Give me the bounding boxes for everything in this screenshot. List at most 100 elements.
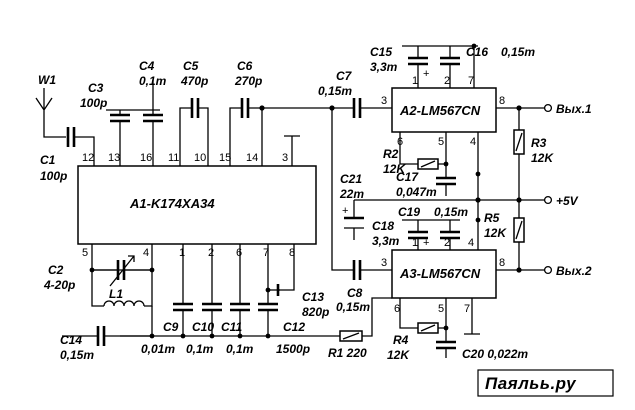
- c4-ref: C4: [139, 59, 155, 73]
- c10-value: 0,1m: [186, 342, 214, 356]
- c7-value: 0,15m: [318, 84, 352, 98]
- c5-ref: C5: [183, 59, 199, 73]
- capacitor-c5: [179, 98, 209, 166]
- l1-label: L1: [109, 287, 123, 301]
- capacitor-c9: [173, 244, 193, 336]
- capacitor-c10: [202, 244, 222, 336]
- capacitor-c8: [331, 108, 392, 280]
- c21-ref: C21: [340, 172, 362, 186]
- c18-value: 3,3m: [372, 234, 400, 248]
- c9-value: 0,01m: [141, 342, 175, 356]
- c14-ref: C14: [60, 333, 82, 347]
- a2-pin-5: 5: [438, 136, 444, 148]
- a3-pin-5: 5: [438, 303, 444, 315]
- c4-value: 0,1m: [139, 74, 167, 88]
- c2-ref: C2: [48, 263, 64, 277]
- junction-bus-c10: [209, 333, 215, 339]
- vcc-label: +5V: [556, 194, 579, 208]
- c20-label: C20 0,022m: [462, 347, 528, 361]
- a1-pin-8: 8: [289, 247, 295, 259]
- a2-pin-7: 7: [468, 75, 474, 87]
- c19-value: 0,15m: [434, 205, 468, 219]
- capacitor-c14: [62, 326, 152, 346]
- a1-pin-1: 1: [179, 247, 185, 259]
- c2-value: 4-20p: [43, 278, 75, 292]
- a3-pin-8: 8: [499, 257, 505, 269]
- w1-label: W1: [38, 73, 56, 87]
- r2-value: 12K: [383, 162, 406, 176]
- junction-a2-pin4: [475, 171, 481, 177]
- c19-ref: C19: [398, 205, 420, 219]
- junction-bus-c9: [180, 333, 186, 339]
- c5-value: 470p: [180, 74, 208, 88]
- inductor-l1: [103, 300, 145, 307]
- a1-pin-14: 14: [246, 152, 258, 164]
- c18-ref: C18: [372, 219, 394, 233]
- r5-ref: R5: [484, 211, 500, 225]
- c12-ref: C12: [283, 320, 305, 334]
- c17-ref: C17: [396, 170, 419, 184]
- a1-pin-11: 11: [168, 152, 179, 164]
- a1-pin-10: 10: [194, 152, 206, 164]
- c10-ref: C10: [192, 320, 214, 334]
- c3-value: 100p: [80, 96, 107, 110]
- c8-value: 0,15m: [336, 300, 370, 314]
- c11-value: 0,1m: [226, 342, 254, 356]
- capacitor-c15: [408, 46, 428, 88]
- out1-label: Вых.1: [556, 102, 592, 116]
- capacitor-c1: [66, 127, 95, 166]
- a3-pin-6: 6: [394, 303, 400, 315]
- ic-a2: [391, 87, 497, 133]
- ic-a2-label: A2-LM567CN: [399, 103, 481, 118]
- r4-ref: R4: [393, 333, 409, 347]
- a3-pin-1: 1: [412, 237, 418, 249]
- c16-ref: C16: [466, 45, 488, 59]
- capacitor-c21: [344, 200, 364, 240]
- a3-pin-3: 3: [381, 257, 387, 269]
- capacitor-c2: [92, 255, 152, 287]
- r4-value: 12K: [387, 348, 410, 362]
- c21-plus: +: [342, 205, 348, 217]
- capacitor-c4: [143, 80, 163, 166]
- a1-pin-2: 2: [208, 247, 214, 259]
- ic-a1-label: A1-K174XA34: [129, 196, 215, 211]
- out2-label: Вых.2: [556, 264, 592, 278]
- ic-a1: [77, 165, 317, 245]
- capacitor-c12: [258, 244, 278, 336]
- a1-pin-7: 7: [263, 247, 269, 259]
- terminal-vcc: [543, 195, 553, 205]
- watermark: Паяльь.ру: [477, 369, 614, 397]
- a2-pin-8: 8: [499, 95, 505, 107]
- a1-pin-3: 3: [282, 152, 288, 164]
- a3-pin-2: 2: [444, 237, 450, 249]
- junction-bus-c12: [265, 333, 271, 339]
- c13-ref: C13: [302, 290, 324, 304]
- junction-c13: [265, 287, 271, 293]
- resistor-r1: [316, 297, 392, 342]
- c7-ref: C7: [336, 69, 353, 83]
- a3-pin-7: 7: [464, 303, 470, 315]
- c3-ref: C3: [88, 81, 104, 95]
- c16-value: 0,15m: [501, 45, 535, 59]
- a2-pin-3: 3: [381, 95, 387, 107]
- r3-value: 12K: [531, 151, 554, 165]
- resistor-r5: [513, 200, 525, 270]
- a3-pin7-ground: [464, 298, 480, 335]
- r3-ref: R3: [531, 136, 547, 150]
- c11-ref: C11: [221, 320, 242, 334]
- c13-value: 820p: [302, 305, 329, 319]
- c18-plus: +: [423, 237, 429, 249]
- a1-pin-15: 15: [219, 152, 231, 164]
- terminal-out2: [543, 265, 553, 275]
- r5-value: 12K: [484, 226, 507, 240]
- capacitor-c20: [436, 328, 456, 358]
- a3-pin-4: 4: [468, 237, 474, 249]
- c1-value: 100p: [40, 169, 67, 183]
- a2-pin-1: 1: [412, 75, 418, 87]
- a2-pin-4: 4: [470, 136, 476, 148]
- c15-value: 3,3m: [370, 60, 398, 74]
- a1-pin-13: 13: [108, 152, 120, 164]
- a1-pin-4: 4: [143, 247, 149, 259]
- resistor-r3: [513, 108, 525, 200]
